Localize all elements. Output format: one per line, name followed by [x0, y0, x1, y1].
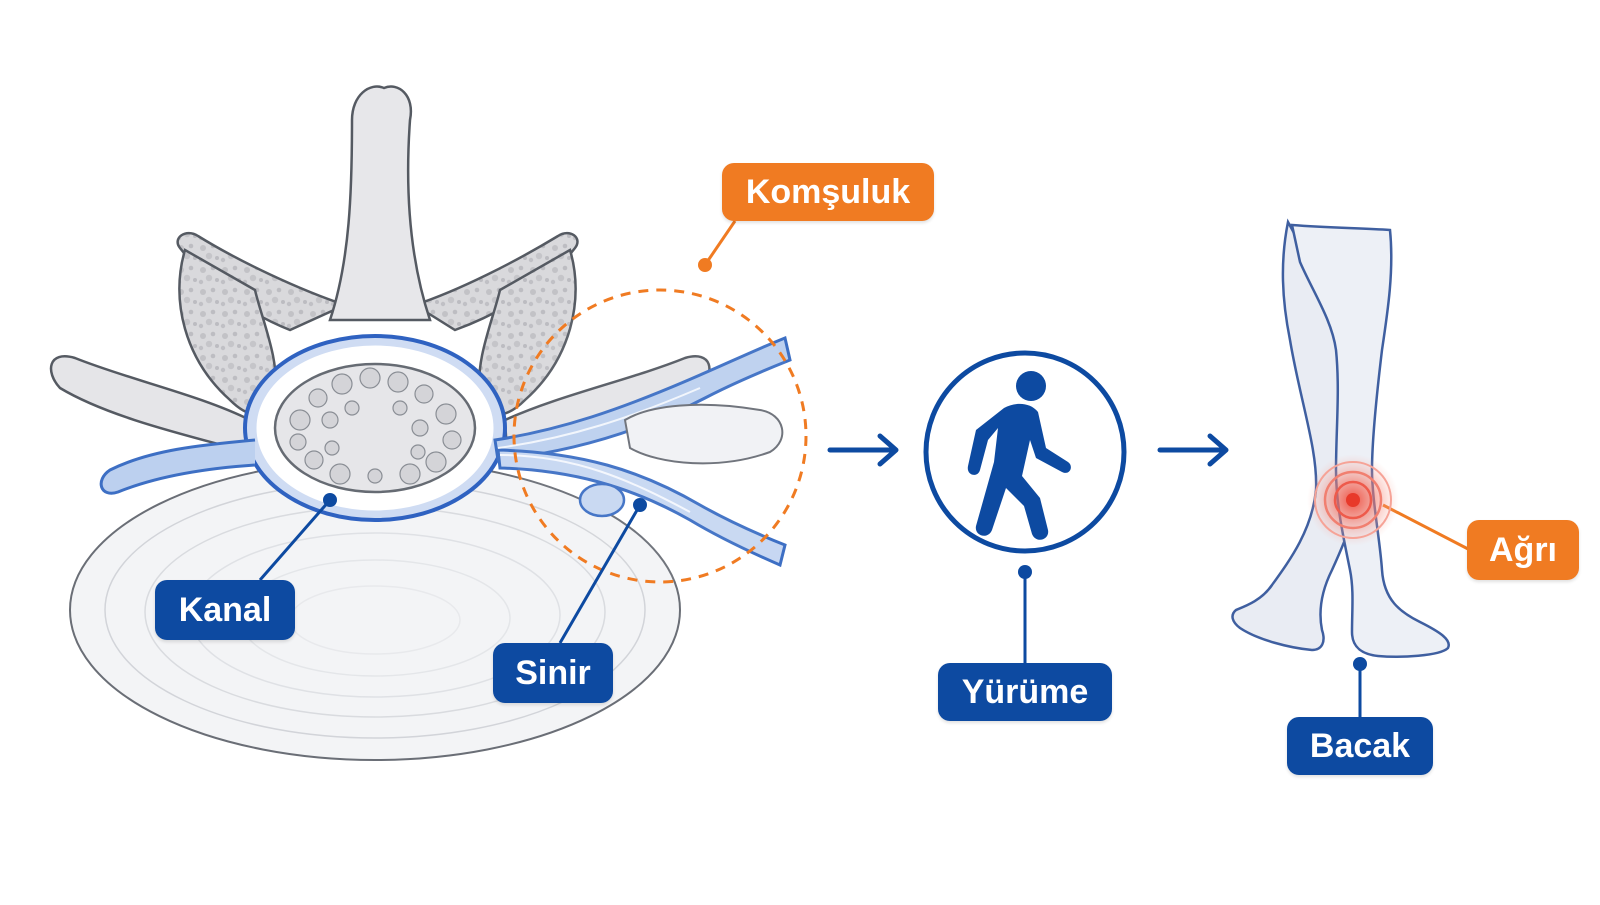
left-nerve-root — [99, 438, 256, 495]
walking-person-icon — [923, 350, 1127, 554]
leader-lines — [258, 220, 1471, 717]
spinal-cord-texture — [289, 367, 462, 485]
neighborhood-highlight-circle — [512, 288, 808, 584]
walking-label: Yürüme — [938, 663, 1112, 721]
arrow-right-icon — [827, 433, 899, 467]
pain-label: Ağrı — [1467, 520, 1579, 580]
nerve-label: Sinir — [493, 643, 613, 703]
leg-label: Bacak — [1287, 717, 1433, 775]
neighborhood-label: Komşuluk — [722, 163, 934, 221]
left-transverse-process — [49, 355, 252, 454]
right-nerve-root — [493, 335, 792, 568]
canal-label: Kanal — [155, 580, 295, 640]
spinous-process — [328, 85, 432, 322]
pain-target-icon — [1307, 454, 1399, 546]
vertebra-illustration — [49, 85, 808, 761]
leg-illustration — [1231, 218, 1450, 658]
arrow-right-icon — [1157, 433, 1229, 467]
